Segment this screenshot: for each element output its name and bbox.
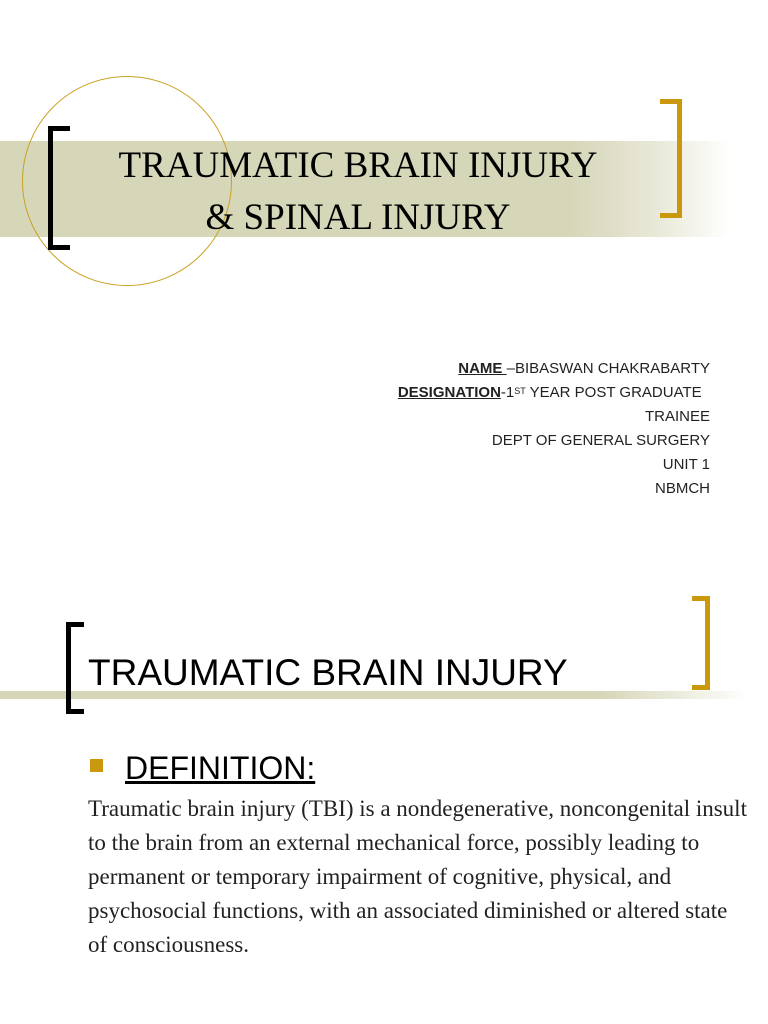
right-bracket-icon — [692, 596, 710, 690]
designation-cont: TRAINEE — [644, 408, 710, 425]
name-line: NAME –BIBASWAN CHAKRABARTY — [290, 357, 710, 381]
title-slide: TRAUMATIC BRAIN INJURY & SPINAL INJURY N… — [0, 76, 730, 501]
name-label: NAME — [458, 360, 507, 377]
designation-line: DESIGNATION-1ST YEAR POST GRADUATE — [290, 381, 710, 405]
slide-title: TRAUMATIC BRAIN INJURY — [88, 652, 568, 693]
left-bracket-icon — [66, 622, 84, 714]
square-bullet-icon — [90, 759, 103, 772]
decorative-circle — [22, 76, 232, 286]
college: NBMCH — [655, 480, 710, 497]
unit: UNIT 1 — [662, 456, 710, 473]
presentation-title: TRAUMATIC BRAIN INJURY & SPINAL INJURY — [60, 140, 656, 244]
designation-value: YEAR POST GRADUATE — [525, 384, 702, 401]
definition-text: Traumatic brain injury (TBI) is a nondeg… — [88, 796, 747, 957]
department: DEPT OF GENERAL SURGERY — [491, 432, 710, 449]
designation-prefix: -1 — [500, 384, 515, 401]
title-line-2: & SPINAL INJURY — [205, 197, 511, 238]
name-value: –BIBASWAN CHAKRABARTY — [506, 360, 710, 377]
left-bracket-icon — [48, 126, 70, 250]
title-underline-band — [0, 691, 750, 699]
title-line-1: TRAUMATIC BRAIN INJURY — [118, 145, 598, 186]
presenter-info: NAME –BIBASWAN CHAKRABARTY DESIGNATION-1… — [290, 357, 710, 501]
right-bracket-icon — [660, 99, 682, 218]
content-slide: TRAUMATIC BRAIN INJURY DEFINITION: Traum… — [0, 560, 768, 1024]
designation-label: DESIGNATION — [397, 384, 501, 401]
designation-sup: ST — [514, 386, 526, 396]
bullet-heading: DEFINITION: — [125, 750, 316, 786]
